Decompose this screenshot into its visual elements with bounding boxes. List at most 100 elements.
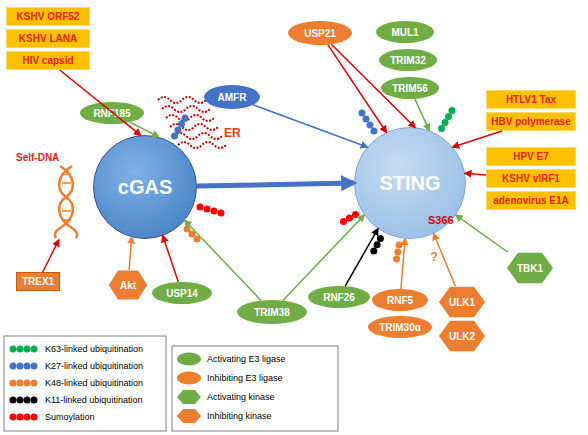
ubiquitin-bead [182,115,189,122]
legend-shape [176,370,202,386]
activating-ligase-ellipse: TRIM56 [381,77,439,99]
activating-ligase-ellipse: TRIM32 [379,49,437,71]
legend-row: K63-linked ubiquitination [8,341,143,357]
swatch-bead [17,363,24,370]
legend-row: Inhibiting E3 ligase [176,370,283,386]
swatch-bead [24,380,31,387]
legend-row: Inhibiting kinase [176,408,272,424]
ubiquitin-bead [438,125,445,132]
node-label: TBK1 [517,263,543,274]
dna-rung [62,210,71,212]
viral-protein-box: adenovirus E1A [486,191,576,210]
sumo-chain [340,211,359,225]
swatch-bead [10,346,17,353]
activating-ligase-ellipse: USP14 [152,282,212,304]
hexagon-shape [507,253,553,284]
swatch-bead [17,414,24,421]
viral-protein-box: HPV E7 [486,147,576,166]
ubiquitin-bead [370,248,377,255]
swatch-bead [24,363,31,370]
node-label: USP21 [304,28,336,39]
er-membrane [178,142,226,148]
regulation-arrow [456,215,508,252]
legend-row: Activating E3 ligase [176,351,286,367]
sumo-chain [197,204,225,217]
ubiquitin-bead [374,241,381,248]
node-label: AMFR [218,92,247,103]
k48-chain [393,242,402,263]
ubiquitin-bead [184,226,191,233]
legend-shape [176,389,202,405]
k27-chain [171,115,189,140]
viral-protein-box: KSHV vIRF1 [486,169,576,188]
dna-rung [62,182,71,184]
node-label: KSHV ORF52 [17,11,80,22]
dna-node: Self-DNA [16,152,86,240]
ubiquitin-bead [371,128,378,135]
ubiquitin-bead [442,119,449,126]
ubiquitin-bead [178,121,185,128]
dna-strand [55,166,73,238]
node-label: RNF5 [387,295,413,306]
viral-protein-box: HTLV1 Tax [486,90,576,109]
swatch-bead [31,346,38,353]
regulation-arrow [345,229,378,286]
legend-row: K48-linked ubiquitination [8,375,143,391]
inhibitor-box: TREX1 [16,272,60,291]
swatch-bead [10,397,17,404]
edge-label: ? [431,250,438,264]
ubiquitin-bead [396,242,403,249]
node-label: TREX1 [22,276,54,287]
dna-rung [62,219,71,221]
node-label: RNF26 [323,292,355,303]
swatch-bead [17,380,24,387]
dna-helix [55,166,77,238]
legend-frame [4,336,166,431]
activating-kinase-hexagon: TBK1 [506,252,554,284]
activating-ligase-ellipse: TRIM38 [237,300,307,324]
regulation-arrow [129,237,131,270]
ubiquitin-bead [393,256,400,263]
viral-protein-box: KSHV ORF52 [6,7,90,26]
ellipse-sample [177,372,201,385]
node-label: HTLV1 Tax [506,94,556,105]
swatch-bead [31,414,38,421]
swatch-bead [10,380,17,387]
activating-ligase-ellipse: RNF185 [80,102,144,124]
inhibiting-kinase-hexagon: Akt [108,270,148,300]
hexagon-sample [177,409,201,423]
legend-row: Activating kinase [176,389,275,405]
legend-shape [176,351,202,367]
activation-arrow [197,183,354,186]
swatch-bead [17,397,24,404]
regulation-arrow [415,99,429,131]
k63-chain [438,107,456,132]
legend-shape [176,408,202,424]
ubiquitin-bead [394,249,401,256]
k27-chain [359,110,378,135]
ubiquitin-bead [363,116,370,123]
legend-text: Inhibiting E3 ligase [207,373,283,383]
node-label: MUL1 [391,27,418,38]
ubiquitin-bead [377,235,384,242]
ubiquitin-bead [194,236,201,243]
er-membrane [158,97,206,103]
viral-protein-box: HBV polymerase [486,112,576,131]
sensor-circle: cGAS [93,135,197,239]
node-label: cGAS [118,176,172,198]
inhibiting-kinase-hexagon: ULK2 [438,320,486,352]
legend-text: Sumoylation [45,412,95,422]
sumo-bead [340,218,347,225]
ubiquitin-bead [449,107,456,114]
organelle-label: ER [224,126,241,140]
activating-ligase-ellipse: RNF26 [308,286,370,308]
sumo-bead [197,204,204,211]
legend-swatch [8,343,40,355]
regulation-arrow [253,105,367,147]
node-label: KSHV LANA [19,33,77,44]
k48-chain [184,226,201,243]
legend-swatch [8,377,40,389]
hexagon-shape [439,287,485,318]
sumo-bead [352,211,359,218]
regulation-arrow [465,173,486,175]
